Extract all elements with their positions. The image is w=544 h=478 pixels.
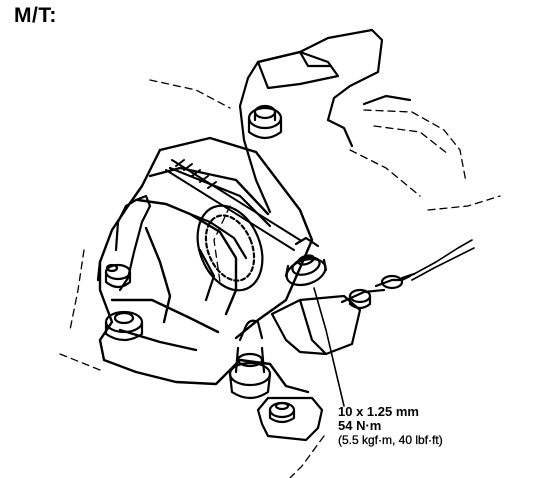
left-bracket-ear: [106, 196, 150, 290]
mount-nut: [283, 238, 328, 290]
dashed-context-lines: [60, 80, 500, 478]
transmission-housing: [240, 30, 410, 212]
torque-nm-label: 54 N·m: [338, 418, 382, 433]
ground-strap: [272, 240, 474, 354]
torque-alt-units-label: (5.5 kgf·m, 40 lbf·ft): [338, 433, 443, 447]
bolt-size-label: 10 x 1.25 mm: [338, 404, 419, 419]
callout-leader: [314, 288, 344, 406]
bottom-plate-bolt: [258, 398, 322, 440]
through-bolt: [166, 160, 300, 250]
page-title: M/T:: [14, 4, 57, 27]
housing-bolt: [249, 106, 281, 138]
bottom-stud: [230, 321, 270, 398]
lower-left-bolt: [106, 312, 142, 340]
